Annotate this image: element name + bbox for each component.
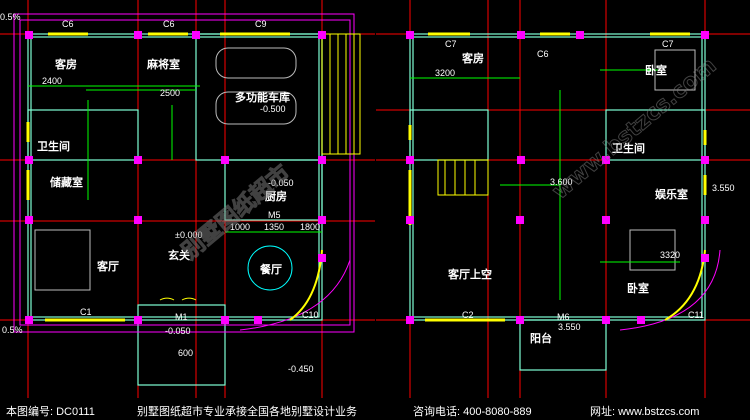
annotation-label: C7 — [445, 39, 457, 49]
annotation-label: 1350 — [264, 222, 284, 232]
windows — [26, 32, 707, 322]
room-entertainment: 娱乐室 — [655, 187, 688, 201]
annotation-label: 3320 — [660, 250, 680, 260]
annotation-label: 3.550 — [712, 183, 735, 193]
room-mahjong: 麻将室 — [146, 57, 180, 71]
annotation-label: C1 — [80, 307, 92, 317]
room-dining: 餐厅 — [259, 262, 282, 276]
annotation-label: M5 — [268, 210, 281, 220]
phone: 咨询电话: 400-8080-889 — [413, 406, 532, 418]
annotation-label: -0.050 — [268, 178, 294, 188]
room-bathroom-1f: 卫生间 — [37, 139, 70, 153]
room-living-void: 客厅上空 — [447, 267, 492, 281]
annotation-label: C2 — [462, 310, 474, 320]
annotation-label: 3.550 — [558, 322, 581, 332]
annotation-label: 1000 — [230, 222, 250, 232]
annotation-label: 3.600 — [550, 177, 573, 187]
annotation-label: C6 — [62, 19, 74, 29]
car-icons — [34, 47, 696, 291]
annotation-label: -0.450 — [288, 364, 314, 374]
annotation-label: -0.500 — [260, 104, 286, 114]
annotation-label: 0.5% — [0, 12, 21, 22]
annotation-label: C11 — [688, 310, 704, 320]
annotations: C6 C6 C9 C1 C10 M1 M5 2400 2500 1000 135… — [0, 12, 735, 374]
annotation-label: C10 — [302, 310, 319, 320]
annotation-label: ±0.000 — [175, 230, 202, 240]
annotation-label: 600 — [178, 348, 193, 358]
annotation-label: C9 — [255, 19, 267, 29]
room-guest-room-2f: 客房 — [461, 51, 484, 65]
watermark: 别墅图纸超市 www.bstzcs.com — [176, 53, 722, 266]
annotation-label: C6 — [163, 19, 175, 29]
annotation-label: M6 — [557, 312, 570, 322]
room-storage: 储藏室 — [50, 175, 83, 189]
svg-text:www.bstzcs.com: www.bstzcs.com — [548, 53, 722, 204]
annotation-label: C7 — [662, 39, 674, 49]
room-bedroom-2f: 卧室 — [645, 63, 667, 77]
dimension-lines — [28, 69, 680, 300]
garage-ramp — [159, 33, 706, 321]
columns — [25, 31, 709, 324]
floor-plan-drawing: 客房 麻将室 多功能车库 卫生间 储藏室 厨房 客厅 玄关 餐厅 客房 卧室 卫… — [0, 0, 750, 398]
eaves-lines — [13, 13, 721, 333]
annotation-label: 2400 — [42, 76, 62, 86]
room-foyer: 玄关 — [168, 248, 190, 262]
room-guest-room-1f: 客房 — [54, 57, 77, 71]
slogan: 别墅图纸超市专业承接全国各地别墅设计业务 — [137, 406, 357, 418]
room-kitchen: 厨房 — [265, 189, 287, 203]
annotation-label: C6 — [537, 49, 549, 59]
room-bedroom2-2f: 卧室 — [627, 281, 649, 295]
room-balcony: 阳台 — [530, 331, 552, 345]
axis-grid — [0, 0, 750, 398]
footer-bar: 本图编号: DC0111 别墅图纸超市专业承接全国各地别墅设计业务 咨询电话: … — [0, 398, 750, 420]
annotation-label: 2500 — [160, 88, 180, 98]
annotation-label: 3200 — [435, 68, 455, 78]
website-link[interactable]: 网址: www.bstzcs.com — [590, 406, 700, 418]
room-bathroom-2f: 卫生间 — [612, 141, 645, 155]
annotation-label: 1800 — [300, 222, 320, 232]
annotation-label: -0.050 — [165, 326, 191, 336]
room-living: 客厅 — [96, 259, 119, 273]
annotation-label: M1 — [175, 312, 188, 322]
room-labels: 客房 麻将室 多功能车库 卫生间 储藏室 厨房 客厅 玄关 餐厅 客房 卧室 卫… — [37, 51, 688, 345]
room-garage: 多功能车库 — [235, 90, 290, 104]
annotation-label: 0.5% — [2, 325, 23, 335]
drawing-number: 本图编号: DC0111 — [6, 406, 95, 418]
